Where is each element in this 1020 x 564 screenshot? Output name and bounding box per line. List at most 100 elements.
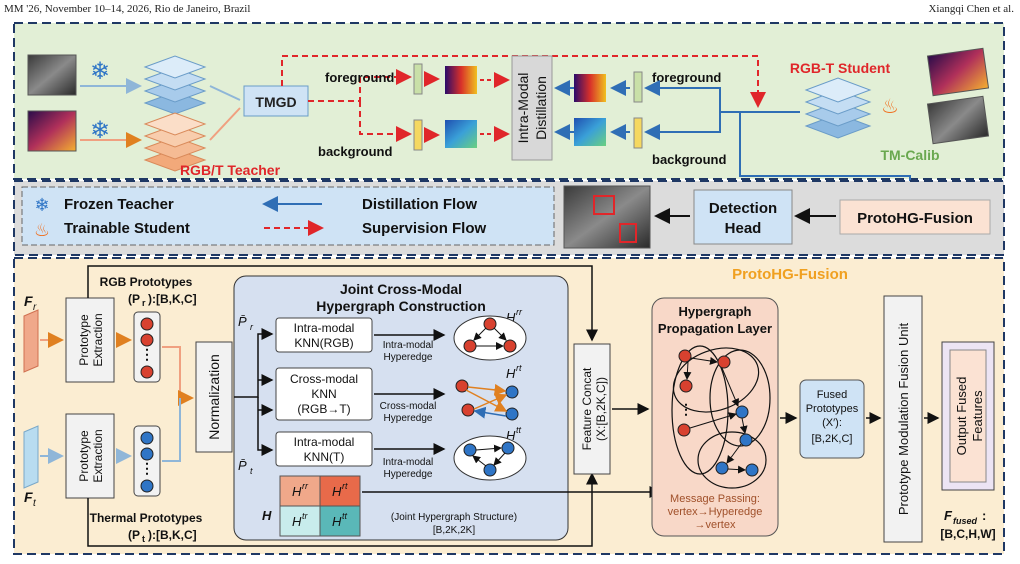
thermal-prototype-stack [133, 425, 161, 497]
prop-node [679, 379, 693, 393]
student-thermal-input [926, 47, 990, 97]
student-fg-feature [633, 71, 643, 103]
m-tr: tr [302, 511, 309, 521]
prop-node [735, 405, 749, 419]
h-rr-label: H [506, 310, 516, 325]
tt-node [501, 441, 515, 455]
rr-node [503, 339, 517, 353]
pr-bar-sub: r [250, 322, 254, 332]
thermal-input-image [27, 110, 77, 152]
teacher-label: RGB/T Teacher [180, 162, 281, 178]
knn-cross-label-2: KNN [311, 387, 336, 401]
thermal-prototypes-dims-b: ):[B,K,C] [148, 528, 197, 542]
ffused-dims: [B,C,H,W] [940, 527, 995, 541]
rgb-prototype-node [140, 317, 154, 331]
joint-title-1: Joint Cross-Modal [340, 281, 462, 297]
prop-title-1: Hypergraph [679, 304, 752, 319]
h-tr-cell [279, 505, 321, 537]
fused-1: Fused [817, 389, 848, 401]
rr-node [483, 317, 497, 331]
prop-node [745, 463, 759, 477]
prop-node [717, 355, 731, 369]
h-matrix-label: H [262, 508, 272, 523]
rt-node [505, 385, 519, 399]
svg-text:H: H [292, 484, 302, 499]
detection-head-label-2: Head [725, 220, 762, 237]
knn-rgb-label-1: Intra-modal [294, 321, 355, 335]
hyperedge-intra-2: Hyperedge [384, 352, 433, 363]
background-label-teacher: background [318, 144, 392, 159]
detection-head-label-1: Detection [709, 200, 777, 217]
pr-bar-label: P̄ [238, 314, 247, 329]
prop-node [715, 461, 729, 475]
protohg-fusion-label: ProtoHG-Fusion [857, 210, 973, 227]
thermal-prototype-node [140, 479, 154, 493]
ffused-sub: fused [953, 516, 978, 526]
thermal-proto-extract-label-1: Prototype [77, 430, 91, 482]
rgb-proto-extract-label-2: Extraction [91, 313, 105, 366]
detection-head-box [693, 189, 793, 245]
rgb-prototypes-dims-b: ):[B,K,C] [148, 292, 197, 306]
legend-frozen: Frozen Teacher [64, 196, 174, 213]
thermal-teacher-backbone-icon [143, 112, 207, 172]
svg-text::: : [982, 508, 986, 523]
hyperedge-t-1: Intra-modal [383, 457, 434, 468]
snowflake-icon: ❄ [90, 117, 110, 144]
foreground-label-teacher: foreground [325, 70, 394, 85]
distillation-label-1: Intra-Modal [515, 73, 531, 144]
thermal-prototypes-label: Thermal Prototypes [90, 511, 203, 525]
teacher-fg-heatmap [445, 66, 477, 94]
knn-t-label-1: Intra-modal [294, 435, 355, 449]
thermal-feature-map [23, 425, 39, 489]
output-label-1: Output Fused [954, 377, 969, 456]
running-header-right: Xiangqi Chen et al. [928, 3, 1014, 15]
student-backbone-icon [804, 77, 872, 139]
output-fused-features-inner [949, 349, 987, 483]
tmgd-box [243, 85, 309, 117]
rr-node [463, 339, 477, 353]
fr-sub: r [33, 302, 37, 313]
rgb-input-image [27, 54, 77, 96]
normalization-label: Normalization [206, 354, 222, 440]
rt-node [461, 403, 475, 417]
rgb-prototypes-dims-a: (P [128, 292, 140, 306]
ft-sub: t [33, 498, 37, 509]
svg-text:⋮: ⋮ [679, 401, 693, 417]
thermal-prototypes-sub: t [142, 534, 145, 544]
knn-cross-label-1: Cross-modal [290, 372, 358, 386]
teacher-fg-feature [413, 63, 423, 95]
snowflake-icon: ❄ [90, 58, 110, 85]
detection-bbox [619, 223, 637, 243]
hyperedge-cross-2: Hyperedge [384, 413, 433, 424]
msg-passing-1: Message Passing: [670, 493, 760, 505]
legend-sup-flow: Supervision Flow [362, 220, 487, 237]
pt-bar-sub: t [250, 466, 253, 476]
background-label-student: background [652, 152, 726, 167]
msg-passing-2: vertex→Hyperedge [668, 506, 763, 518]
tmgd-label: TMGD [255, 94, 296, 110]
prop-node [739, 433, 753, 447]
teacher-bg-heatmap [445, 120, 477, 148]
tt-node [463, 443, 477, 457]
thermal-prototype-node [140, 431, 154, 445]
rgb-proto-extract-label-1: Prototype [77, 314, 91, 366]
fused-prototypes-box [799, 379, 865, 459]
pmfu-label: Prototype Modulation Fusion Unit [896, 323, 911, 516]
protohg-title: ProtoHG-Fusion [732, 266, 848, 283]
m-rr: rr [302, 481, 309, 491]
svg-text:⋮: ⋮ [140, 346, 154, 362]
rgb-teacher-backbone-icon [143, 55, 207, 115]
feature-concat-label-1: Feature Concat [580, 367, 594, 450]
legend-distill-flow: Distillation Flow [362, 196, 477, 213]
joint-struct-1: (Joint Hypergraph Structure) [391, 512, 517, 523]
svg-text:⋮: ⋮ [140, 460, 154, 476]
teacher-bg-feature [413, 119, 423, 151]
knn-rgb-box [275, 317, 373, 353]
h-rt-sup: rt [516, 363, 522, 373]
ffused-label: F [944, 508, 953, 523]
distillation-label-2: Distillation [533, 76, 549, 140]
legend-box [21, 186, 555, 246]
feature-concat-label-2: (X:[B,2K,C]) [594, 377, 608, 441]
svg-text:H: H [332, 484, 342, 499]
intra-modal-distillation-box [511, 55, 553, 161]
